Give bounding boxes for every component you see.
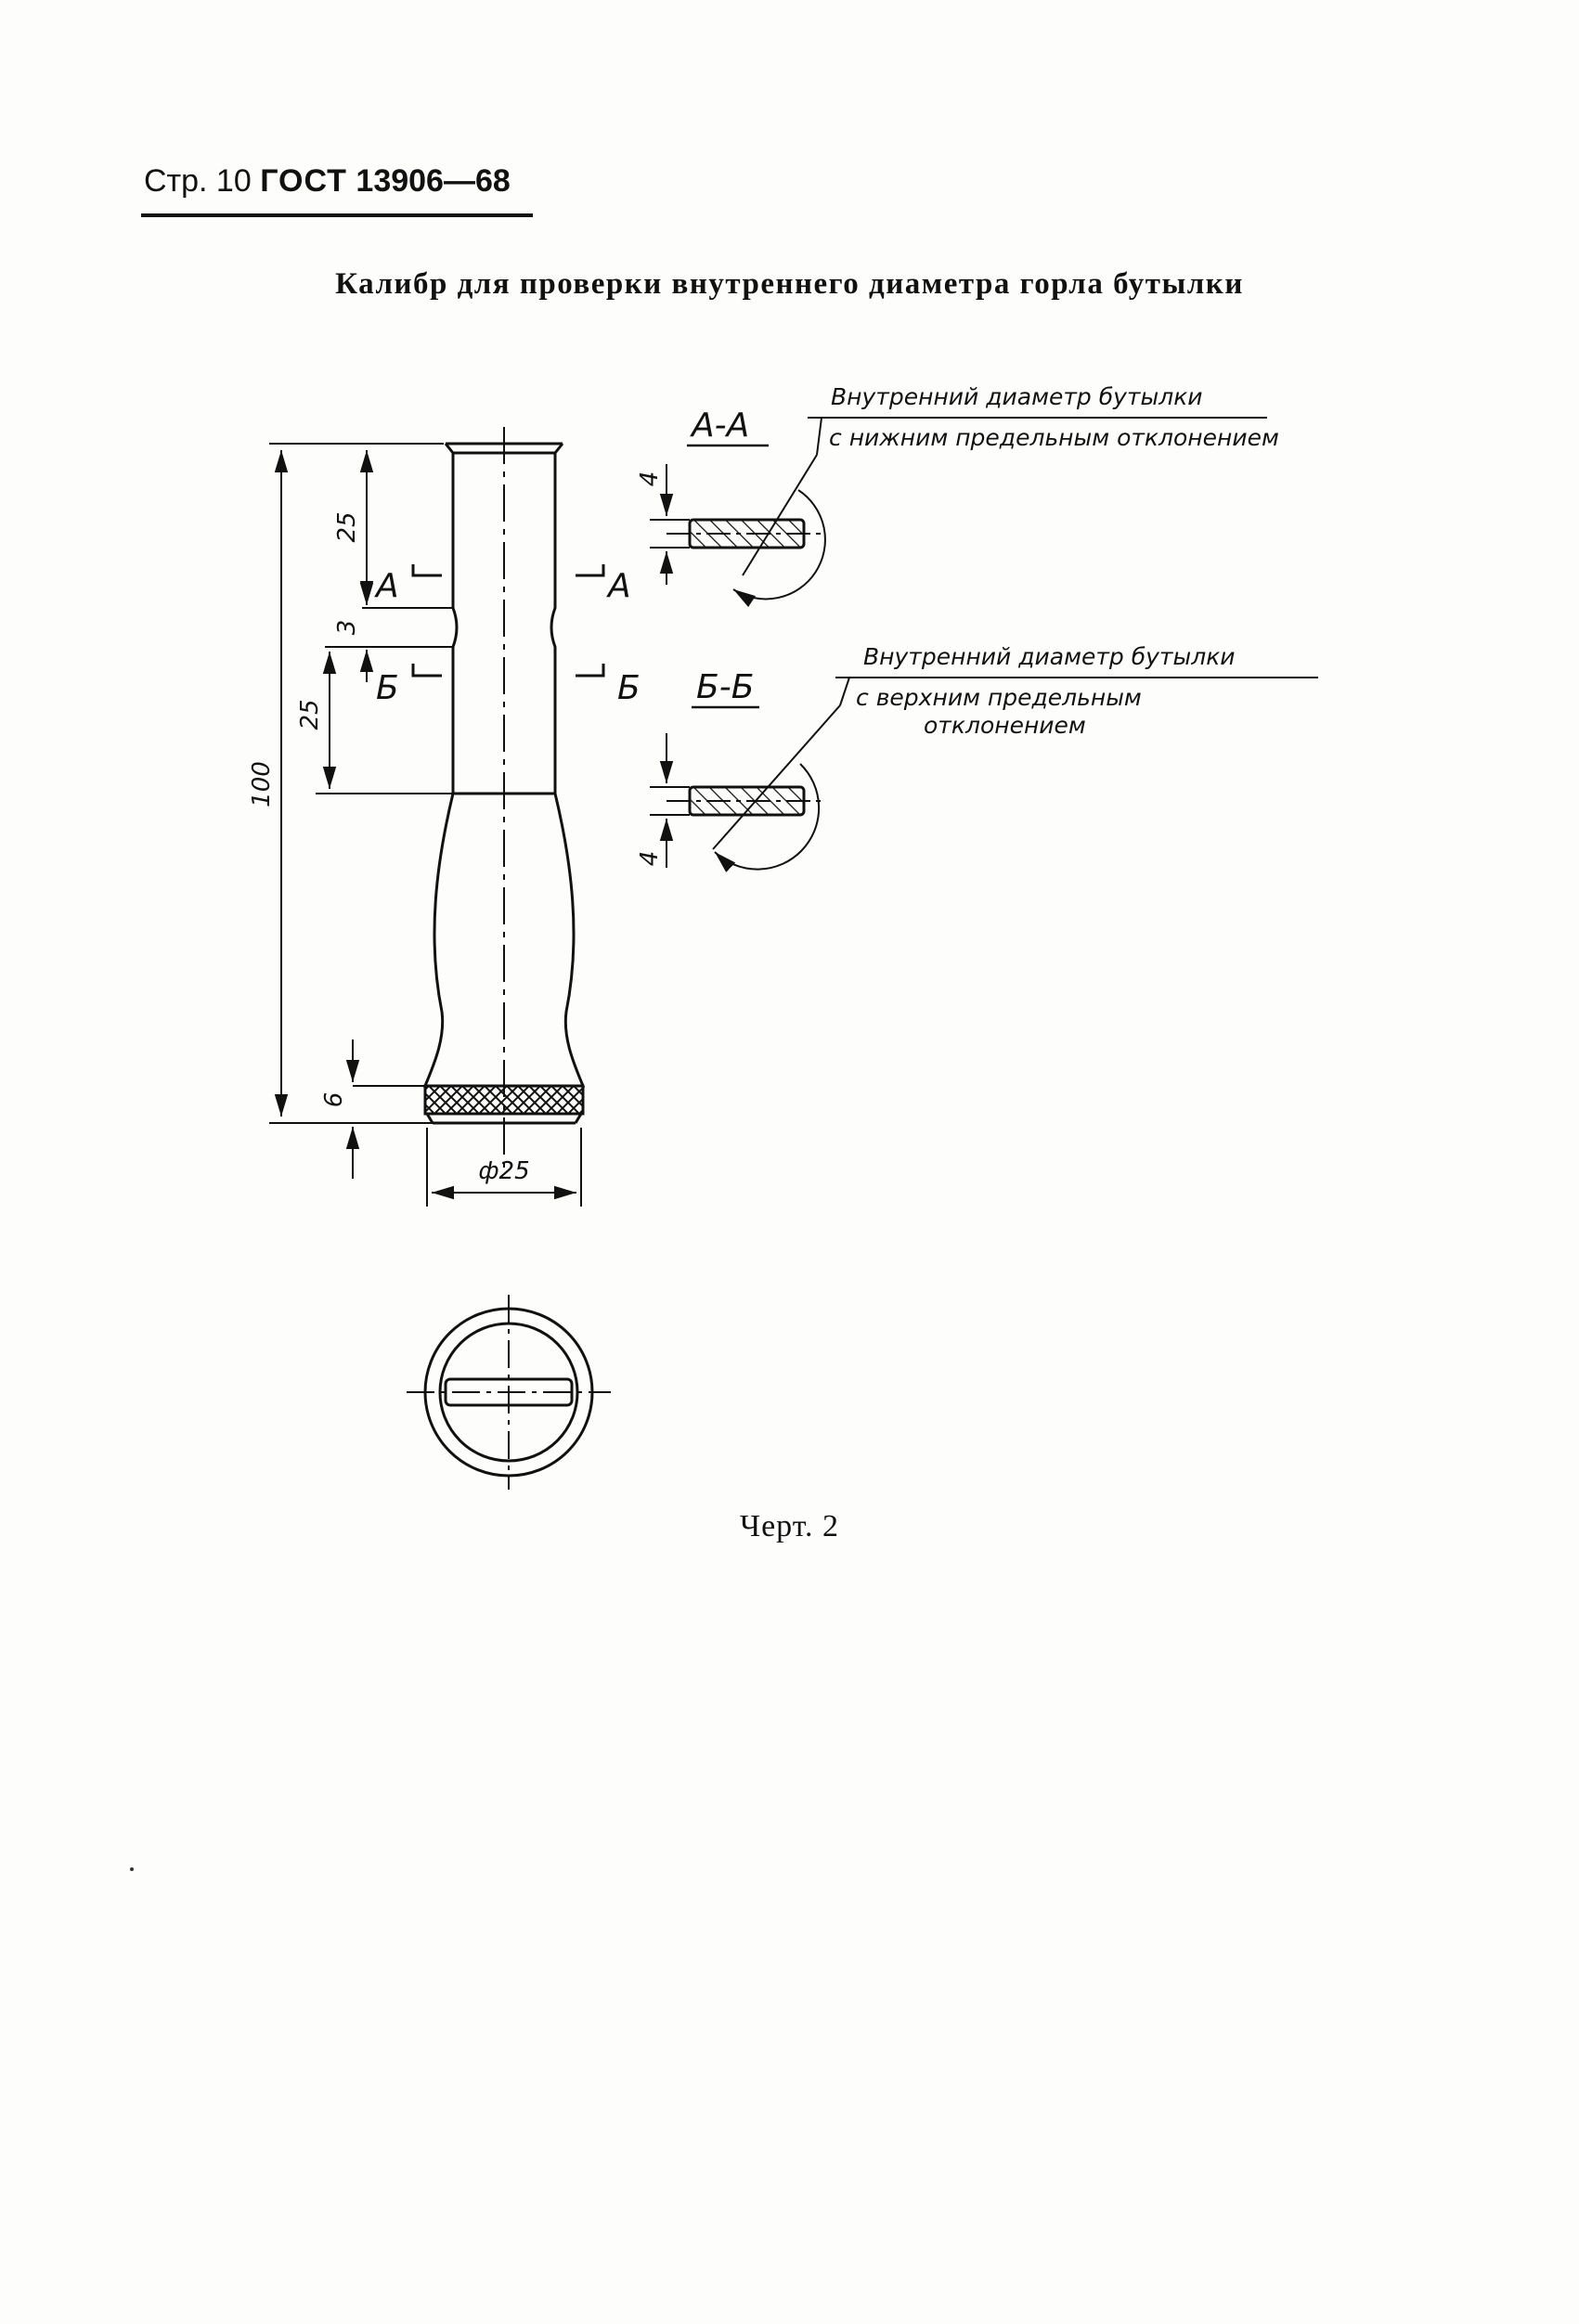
dim-overall-length: 100	[248, 761, 276, 807]
section-a-note-line-1: Внутренний диаметр бутылки	[831, 383, 1203, 410]
scan-speck	[130, 1867, 134, 1871]
section-mark-a-left: А	[374, 567, 399, 605]
dimension-lines	[269, 443, 582, 1207]
dim-diameter: ф25	[478, 1157, 529, 1185]
gauge-drawing: А А Б Б 100 25 3 25 6 ф25 А-А	[248, 383, 1318, 1490]
section-mark-b-right: Б	[617, 669, 641, 707]
section-a-thickness: 4	[636, 471, 664, 487]
document-title: Калибр для проверки внутреннего диаметра…	[335, 267, 1244, 301]
dim-knurl-height: 6	[320, 1092, 348, 1108]
section-b-view: Б-Б 4 Внутренний диаметр бутылки с верхн…	[636, 643, 1318, 872]
section-b-note-line-2: с верхним предельным	[856, 684, 1142, 711]
dim-groove: 3	[333, 620, 361, 636]
dim-top-section: 25	[333, 511, 361, 542]
section-a-view: А-А 4 Внутренний диаметр бутылки с нижни…	[636, 383, 1279, 608]
section-b-note-line-3: отклонением	[924, 712, 1086, 739]
end-view	[407, 1295, 611, 1490]
dim-middle-section: 25	[296, 699, 324, 729]
page-number: Стр. 10	[144, 163, 252, 199]
section-b-thickness: 4	[636, 851, 664, 867]
standard-number: 13906—68	[356, 163, 511, 199]
section-mark-a-right: А	[606, 567, 631, 605]
figure-caption: Черт. 2	[739, 1509, 840, 1543]
section-b-note-line-1: Внутренний диаметр бутылки	[863, 643, 1236, 670]
header-rule	[141, 213, 533, 217]
section-a-label: А-А	[690, 407, 749, 445]
section-b-label: Б-Б	[696, 668, 754, 706]
section-marks	[411, 564, 605, 678]
standard-code: ГОСТ	[260, 163, 347, 199]
section-mark-b-left: Б	[376, 669, 399, 707]
section-a-note-line-2: с нижним предельным отклонением	[829, 424, 1279, 451]
page-header: Стр. 10 ГОСТ 13906—68	[144, 163, 511, 200]
